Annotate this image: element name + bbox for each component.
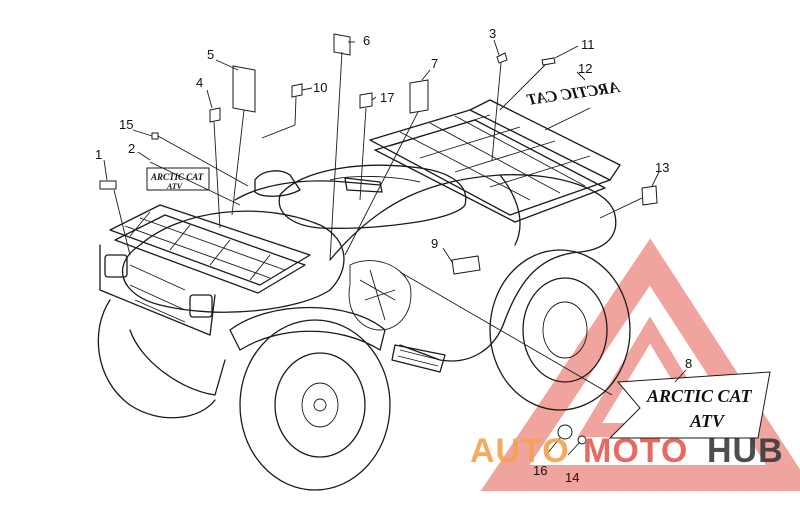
- watermark-text: AUTO MOTO HUB: [470, 432, 784, 470]
- decal-1: [99, 180, 117, 190]
- decal-9: [451, 255, 481, 275]
- callout-2: 2: [128, 141, 135, 156]
- decal-4: [209, 107, 221, 123]
- decal-17: [359, 92, 373, 109]
- callout-3: 3: [489, 26, 496, 41]
- callout-10: 10: [313, 80, 327, 95]
- callout-5: 5: [207, 47, 214, 62]
- callout-8: 8: [685, 356, 692, 371]
- decal-3: [496, 52, 508, 64]
- decal-15: [151, 132, 159, 140]
- callout-11: 11: [581, 37, 595, 52]
- watermark-auto: AUTO: [470, 432, 570, 470]
- callout-17: 17: [380, 90, 394, 105]
- callout-16: 16: [533, 463, 547, 478]
- decal-7: [409, 79, 429, 114]
- decal-12: ARCTIC CAT: [525, 79, 622, 109]
- atv-drawing: [97, 99, 631, 491]
- callout-14: 14: [565, 470, 579, 485]
- decal-6: [333, 33, 351, 56]
- side-logo-line2: ATV: [689, 411, 726, 431]
- side-logo-line1: ARCTIC CAT: [646, 386, 753, 406]
- leader-lines: [103, 39, 687, 456]
- callout-4: 4: [196, 75, 203, 90]
- decal-2: [146, 167, 210, 191]
- rear-logo-mirrored: ARCTIC CAT: [525, 79, 622, 109]
- callout-1: 1: [95, 147, 102, 162]
- front-logo-line1: ARCTIC CAT: [150, 172, 204, 182]
- front-logo-line2: ATV: [166, 182, 183, 191]
- decal-11: [541, 57, 556, 66]
- callout-6: 6: [363, 33, 370, 48]
- decal-13: [641, 185, 658, 206]
- callout-9: 9: [431, 236, 438, 251]
- callout-7: 7: [431, 56, 438, 71]
- watermark-moto: MOTO: [583, 432, 688, 470]
- callout-12: 12: [578, 61, 592, 76]
- callout-13: 13: [655, 160, 669, 175]
- decal-10: [291, 83, 303, 98]
- callout-numbers: 1 2 3 4 5 6 7 8 9 10 11 12 13 14 15 16 1…: [95, 26, 692, 485]
- callout-15: 15: [119, 117, 133, 132]
- decal-8: [608, 371, 771, 439]
- decal-16: [557, 424, 573, 440]
- watermark-hub: HUB: [707, 432, 784, 470]
- decal-5: [232, 65, 256, 113]
